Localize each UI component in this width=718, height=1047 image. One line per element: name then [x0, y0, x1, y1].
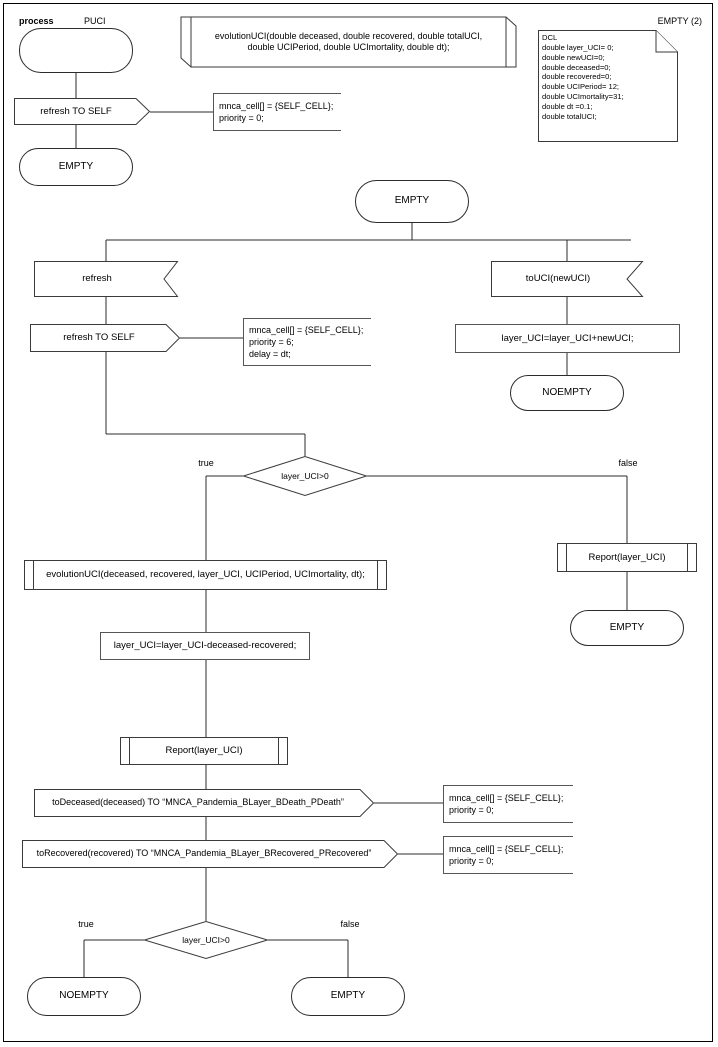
comment-refresh-to-self-top: mnca_cell[] = {SELF_CELL}; priority = 0;	[213, 93, 341, 131]
comment-refresh-to-self-main: mnca_cell[] = {SELF_CELL}; priority = 6;…	[243, 318, 371, 366]
state-empty-main[interactable]: EMPTY	[355, 180, 469, 223]
state-empty-top[interactable]: EMPTY	[19, 148, 133, 186]
dcl-declaration-note[interactable]: DCL double layer_UCI= 0; double newUCI=0…	[538, 30, 678, 142]
page-number-label: EMPTY (2)	[657, 15, 702, 26]
procedure-declaration-evolutionuci[interactable]: evolutionUCI(double deceased, double rec…	[180, 16, 517, 68]
decision-1-false-label: false	[618, 457, 638, 468]
state-empty-final[interactable]: EMPTY	[291, 977, 405, 1016]
input-touci[interactable]: toUCI(newUCI)	[491, 261, 644, 297]
input-refresh-text: refresh	[82, 273, 112, 285]
output-refresh-to-self-top-text: refresh TO SELF	[40, 105, 112, 117]
comment-todeceased: mnca_cell[] = {SELF_CELL}; priority = 0;	[443, 785, 573, 823]
decision-layer-uci-gt-zero-2[interactable]: layer_UCI>0	[142, 920, 270, 960]
task-layer-uci-add[interactable]: layer_UCI=layer_UCI+newUCI;	[455, 324, 680, 353]
decision-layer-uci-gt-zero-1[interactable]: layer_UCI>0	[241, 455, 369, 497]
state-empty-false-path[interactable]: EMPTY	[570, 610, 684, 646]
procedure-call-report-false[interactable]: Report(layer_UCI)	[557, 543, 697, 572]
procedure-call-report-true[interactable]: Report(layer_UCI)	[120, 737, 288, 765]
output-torecovered[interactable]: toRecovered(recovered) TO “MNCA_Pandemia…	[22, 840, 399, 868]
decision-1-true-label: true	[198, 457, 214, 468]
dcl-declaration-text: DCL double layer_UCI= 0; double newUCI=0…	[542, 33, 624, 121]
output-torecovered-text: toRecovered(recovered) TO “MNCA_Pandemia…	[36, 848, 372, 859]
output-todeceased-text: toDeceased(deceased) TO “MNCA_Pandemia_B…	[52, 797, 344, 808]
output-refresh-to-self-top[interactable]: refresh TO SELF	[14, 98, 151, 125]
start-state[interactable]	[19, 28, 133, 73]
procedure-declaration-text: evolutionUCI(double deceased, double rec…	[214, 30, 483, 52]
output-refresh-to-self-main[interactable]: refresh TO SELF	[30, 324, 181, 352]
state-noempty-final[interactable]: NOEMPTY	[27, 977, 141, 1016]
output-refresh-to-self-main-text: refresh TO SELF	[63, 332, 135, 344]
decision-2-true-label: true	[78, 918, 94, 929]
input-refresh[interactable]: refresh	[34, 261, 179, 297]
process-name-label: PUCI	[84, 15, 106, 26]
decision-2-false-label: false	[340, 918, 360, 929]
procedure-call-evolutionuci[interactable]: evolutionUCI(deceased, recovered, layer_…	[24, 560, 387, 590]
output-todeceased[interactable]: toDeceased(deceased) TO “MNCA_Pandemia_B…	[34, 789, 375, 817]
task-layer-uci-subtract[interactable]: layer_UCI=layer_UCI-deceased-recovered;	[100, 632, 310, 660]
page-frame	[3, 3, 713, 1042]
decision-2-condition-text: layer_UCI>0	[182, 934, 230, 945]
state-noempty-right[interactable]: NOEMPTY	[510, 375, 624, 411]
page-title: process	[19, 15, 54, 26]
comment-torecovered: mnca_cell[] = {SELF_CELL}; priority = 0;	[443, 836, 573, 874]
input-touci-text: toUCI(newUCI)	[525, 273, 591, 285]
decision-1-condition-text: layer_UCI>0	[281, 470, 329, 481]
